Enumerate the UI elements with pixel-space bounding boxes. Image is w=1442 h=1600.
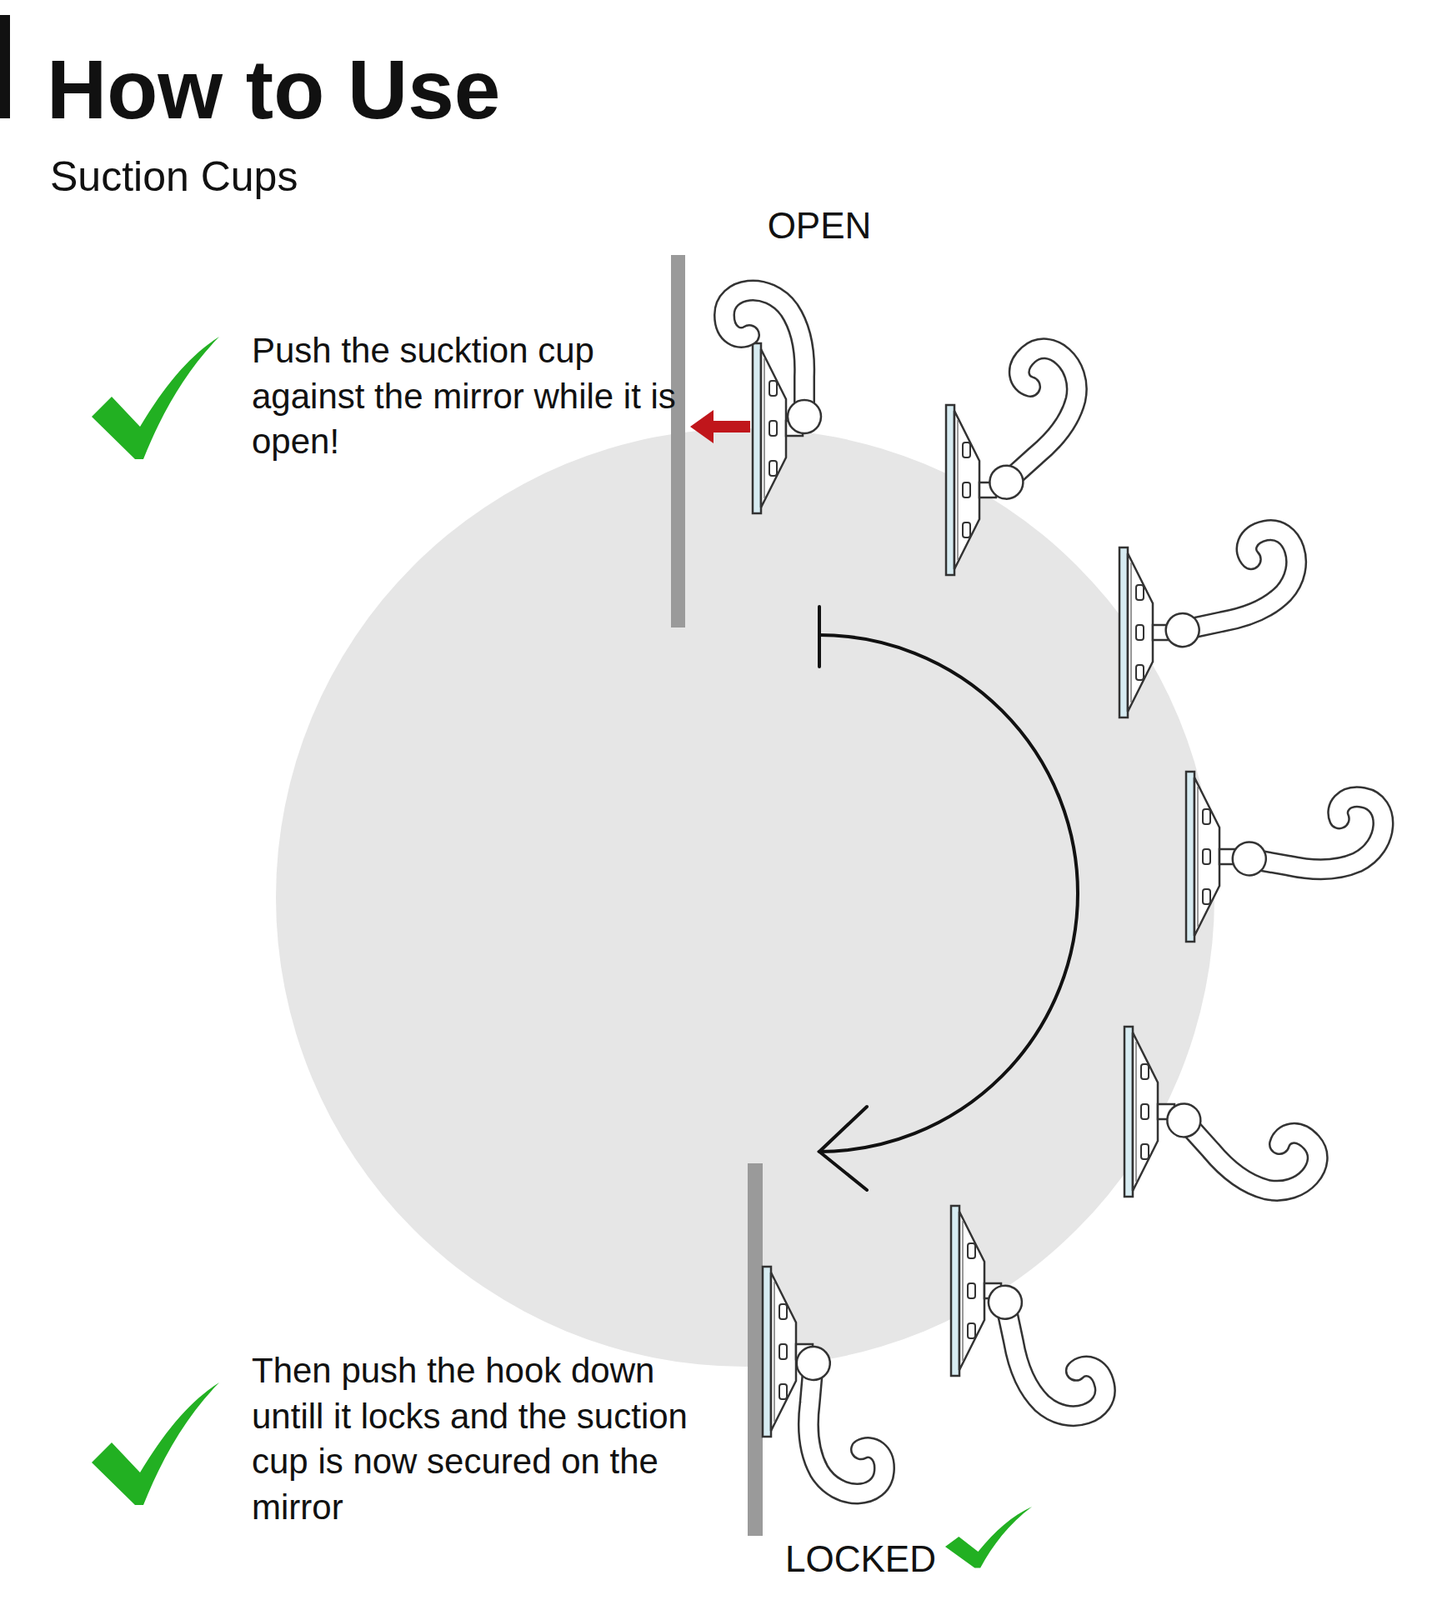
check-mark xyxy=(91,1382,220,1506)
instruction-text: Then push the hook down untill it locks … xyxy=(251,1348,694,1531)
state-label: LOCKED xyxy=(785,1535,937,1583)
page-title: How to Use xyxy=(46,43,501,136)
instruction-text: Push the sucktion cup against the mirror… xyxy=(251,328,677,466)
state-label: OPEN xyxy=(767,201,872,250)
suction-hook xyxy=(1119,525,1310,718)
mirror-edge xyxy=(670,255,686,628)
check-mark xyxy=(91,336,220,460)
subtitle: Suction Cups xyxy=(50,150,298,205)
rotation-arrow xyxy=(819,606,1078,1191)
hook-sequence xyxy=(724,290,1388,1497)
suction-hook xyxy=(1186,771,1388,942)
suction-hook xyxy=(940,338,1112,576)
suction-hook xyxy=(762,1266,895,1497)
push-arrow xyxy=(690,410,751,444)
suction-hook xyxy=(1124,1026,1328,1226)
title-bar xyxy=(0,15,11,119)
rotation-disc xyxy=(275,428,1215,1367)
suction-hook xyxy=(724,290,822,514)
mirror-edge xyxy=(747,1163,763,1537)
check-mark xyxy=(945,1507,1032,1569)
suction-hook xyxy=(951,1206,1110,1430)
